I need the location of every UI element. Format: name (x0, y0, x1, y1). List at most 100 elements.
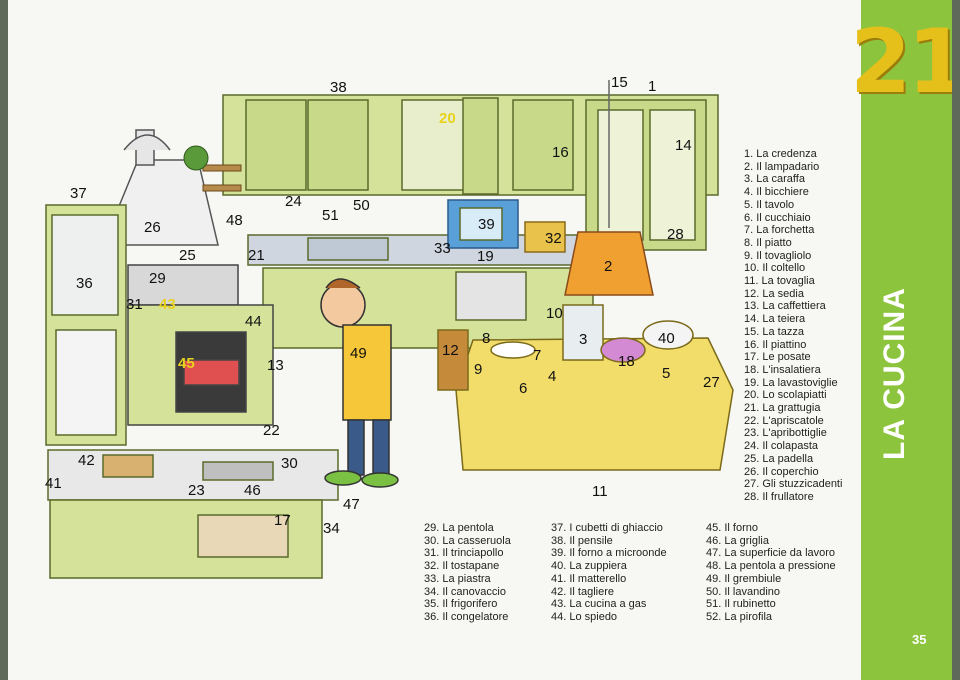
callout-number: 4 (548, 368, 557, 385)
legend-item: 40. La zuppiera (551, 560, 627, 573)
callout-number: 17 (274, 512, 291, 529)
dining-table (437, 304, 734, 471)
legend-item: 42. Il tagliere (551, 585, 614, 598)
legend-item: 2. Il lampadario (744, 160, 820, 173)
legend-item: 37. I cubetti di ghiaccio (551, 522, 663, 534)
callout-number: 48 (226, 212, 243, 229)
legend-item: 9. Il tovagliolo (744, 249, 812, 262)
legend-item: 11. La tovaglia (744, 275, 815, 288)
callout-number: 15 (611, 74, 628, 91)
callout-number: 3 (579, 331, 588, 348)
callout-number: 37 (70, 185, 87, 202)
chapter-title: LA CUCINA (878, 287, 911, 460)
callout-number: 20 (439, 110, 456, 127)
legend-item: 16. Il piattino (744, 338, 807, 351)
legend-item: 13. La caffettiera (744, 300, 826, 313)
callout-number: 38 (330, 79, 347, 96)
back-counter (247, 199, 594, 349)
callout-number: 2 (604, 258, 613, 275)
callout-number: 46 (244, 482, 261, 499)
callout-number: 47 (343, 496, 360, 513)
legend-item: 36. Il congelatore (424, 610, 509, 623)
legend-item: 41. Il matterello (551, 572, 627, 585)
legend-item: 12. La sedia (744, 287, 804, 300)
range-hood (101, 129, 219, 246)
book-page: 38 15 1 16 14 20 37 24 51 50 48 26 39 28… (8, 0, 952, 680)
callout-number: 50 (353, 197, 370, 214)
callout-number: 11 (592, 483, 608, 500)
legend-item: 51. Il rubinetto (706, 598, 776, 611)
callout-number: 18 (618, 353, 635, 370)
legend-item: 39. Il forno a microonde (551, 547, 667, 560)
callout-number: 41 (45, 475, 62, 492)
legend-item: 47. La superficie da lavoro (706, 547, 836, 560)
legend-item: 52. La pirofila (706, 610, 773, 623)
legend-item: 50. Il lavandino (706, 585, 780, 598)
front-counter (47, 449, 339, 579)
callout-number: 32 (545, 230, 562, 247)
legend-item: 3. La caraffa (744, 173, 805, 186)
legend-item: 5. Il tavolo (744, 198, 795, 211)
legend-item: 6. Il cucchiaio (744, 211, 811, 224)
callout-number: 51 (322, 207, 339, 224)
callout-number: 19 (477, 248, 494, 265)
legend-item: 22. L'apriscatole (744, 414, 824, 427)
callout-number: 24 (285, 193, 302, 210)
callout-number: 13 (267, 357, 284, 374)
chapter-side-band (861, 0, 952, 680)
legend-item: 27. Gli stuzzicadenti (744, 478, 843, 491)
legend-item: 28. Il frullatore (744, 490, 814, 503)
chapter-number: 21 (850, 10, 952, 113)
legend-item: 24. Il colapasta (744, 440, 818, 453)
page-number: 35 (912, 632, 927, 647)
callout-number: 16 (552, 144, 569, 161)
callout-number: 33 (434, 240, 451, 257)
legend-item: 26. Il coperchio (744, 465, 819, 478)
legend-column-3: 37. I cubetti di ghiaccio 38. Il pensile… (551, 522, 667, 624)
legend-item: 15. La tazza (744, 325, 804, 338)
legend-item: 48. La pentola a pressione (706, 560, 836, 573)
legend-item: 45. Il forno (706, 522, 758, 534)
legend-item: 33. La piastra (424, 572, 491, 585)
legend-item: 8. Il piatto (744, 236, 792, 249)
callout-number: 42 (78, 452, 95, 469)
legend-item: 1. La credenza (744, 148, 817, 160)
legend-item: 17. Le posate (744, 351, 811, 364)
refrigerator (45, 204, 127, 446)
chef-character (320, 278, 399, 488)
legend-item: 10. Il coltello (744, 262, 806, 275)
legend-item: 46. La griglia (706, 534, 769, 547)
callout-number: 6 (519, 380, 528, 397)
callout-number: 44 (245, 313, 262, 330)
callout-number: 8 (482, 330, 491, 347)
callout-number: 12 (442, 342, 459, 359)
legend-column-1: 1. La credenza 2. Il lampadario 3. La ca… (744, 148, 842, 504)
legend-item: 14. La teiera (744, 313, 806, 326)
upper-cabinets (222, 94, 719, 251)
callout-number: 43 (159, 296, 176, 313)
wall-shelf (183, 145, 242, 192)
callout-number: 29 (149, 270, 166, 287)
legend-item: 30. La casseruola (424, 534, 511, 547)
callout-number: 49 (350, 345, 367, 362)
callout-number: 1 (648, 78, 657, 95)
legend-item: 25. La padella (744, 452, 814, 465)
legend-item: 32. Il tostapane (424, 560, 500, 573)
legend-column-4: 45. Il forno 46. La griglia 47. La super… (706, 522, 836, 624)
callout-number: 25 (179, 247, 196, 264)
legend-item: 31. Il trinciapollo (424, 547, 504, 560)
callout-number: 7 (533, 347, 542, 364)
callout-number: 5 (662, 365, 671, 382)
legend-item: 43. La cucina a gas (551, 598, 647, 611)
callout-number: 28 (667, 226, 684, 243)
callout-number: 9 (474, 361, 483, 378)
legend-item: 34. Il canovaccio (424, 585, 506, 598)
kitchen-illustration (45, 80, 734, 579)
pendant-lamp (564, 80, 654, 296)
callout-number: 45 (178, 355, 195, 372)
legend-item: 18. L'insalatiera (744, 363, 821, 376)
legend-item: 29. La pentola (424, 522, 494, 534)
callout-number: 23 (188, 482, 205, 499)
callout-number: 14 (675, 137, 692, 154)
callout-number: 34 (323, 520, 340, 537)
